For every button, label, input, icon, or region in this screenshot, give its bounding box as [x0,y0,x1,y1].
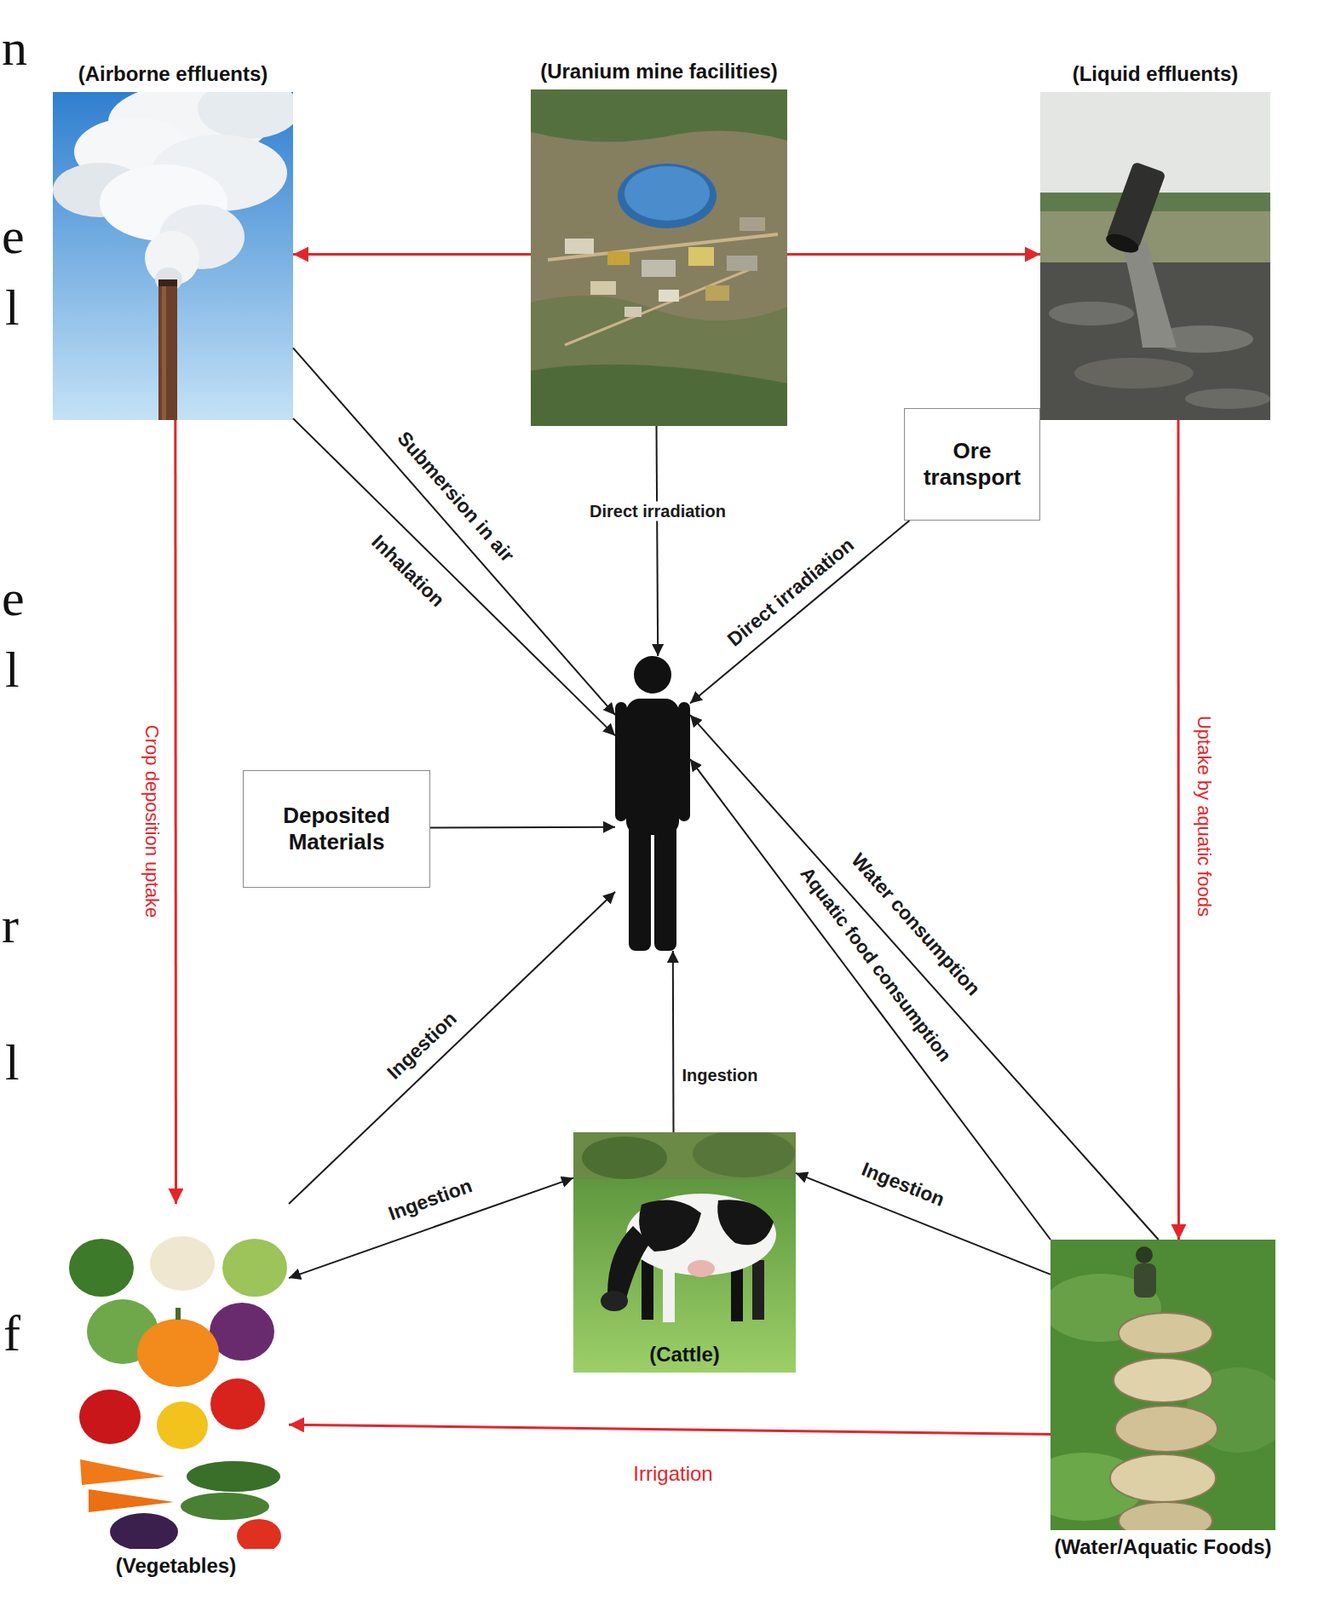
edge-label: Irrigation [629,1461,716,1486]
exposure-arrow [690,759,1051,1240]
box-label: Ore transport [912,437,1032,491]
exposure-arrow [288,892,616,1204]
pathway-photo: (Vegetables) [63,1203,289,1549]
exposure-arrow [690,714,1159,1240]
exposure-arrow [293,418,616,736]
source-photo: (Airborne effluents) [52,92,294,421]
picture-caption: (Uranium mine facilities) [540,59,778,85]
transfer-arrow [173,420,178,1204]
process-box: Deposited Materials [242,770,431,888]
margin-text-fragment: r [1,899,19,951]
edge-label: Direct irradiation [720,531,862,654]
transfer-arrow [1177,420,1181,1240]
picture-caption: (Airborne effluents) [78,62,269,87]
exposure-arrow [293,347,616,715]
margin-text-fragment: l [5,282,20,334]
edge-label: Crop deposition uptake [140,721,162,921]
margin-text-fragment: n [1,22,28,74]
edge-label: Direct irradiation [586,501,730,522]
pathway-photo: (Water/Aquatic Foods) [1050,1239,1276,1531]
edge-label: Ingestion [382,1173,479,1226]
picture-caption: (Vegetables) [115,1553,236,1579]
margin-text-fragment: e [1,572,25,624]
picture-caption: (Water/Aquatic Foods) [1053,1535,1272,1560]
discharge-pipe-photo [1040,92,1271,421]
pathway-photo: (Cattle) [573,1132,796,1373]
person-figure [615,656,691,951]
margin-text-fragment: l [5,1036,20,1088]
picture-caption: (Liquid effluents) [1072,62,1239,87]
exposure-arrow [672,950,675,1133]
transfer-arrow [787,253,1041,256]
receptor-person [615,656,691,951]
fish-catch-photo [1050,1239,1276,1531]
transfer-arrow [288,1424,1051,1434]
picture-caption: (Cattle) [649,1342,720,1368]
margin-text-fragment: f [3,1307,21,1359]
vegetables-photo [63,1203,289,1549]
exposure-arrow [430,826,616,829]
edge-label: Ingestion [679,1065,762,1086]
box-label: Deposited Materials [251,802,422,856]
edge-label: Water consumption [844,846,987,1002]
edge-label: Inhalation [364,528,452,615]
smokestack-photo [52,92,294,421]
mine-photo [530,89,788,426]
margin-text-fragment: e [1,210,25,262]
edge-label: Ingestion [855,1156,951,1212]
edge-label: Uptake by aquatic foods [1192,712,1215,921]
source-photo: (Liquid effluents) [1040,92,1271,421]
exposure-arrow [690,520,910,703]
source-photo: (Uranium mine facilities) [530,89,788,426]
edge-label: Ingestion [379,1004,464,1086]
exposure-arrow [656,425,659,657]
process-box: Ore transport [903,408,1041,521]
margin-text-fragment: l [5,644,20,696]
edge-label: Submersion in air [390,424,521,570]
cattle-photo [573,1132,796,1373]
transfer-arrow [293,253,531,256]
